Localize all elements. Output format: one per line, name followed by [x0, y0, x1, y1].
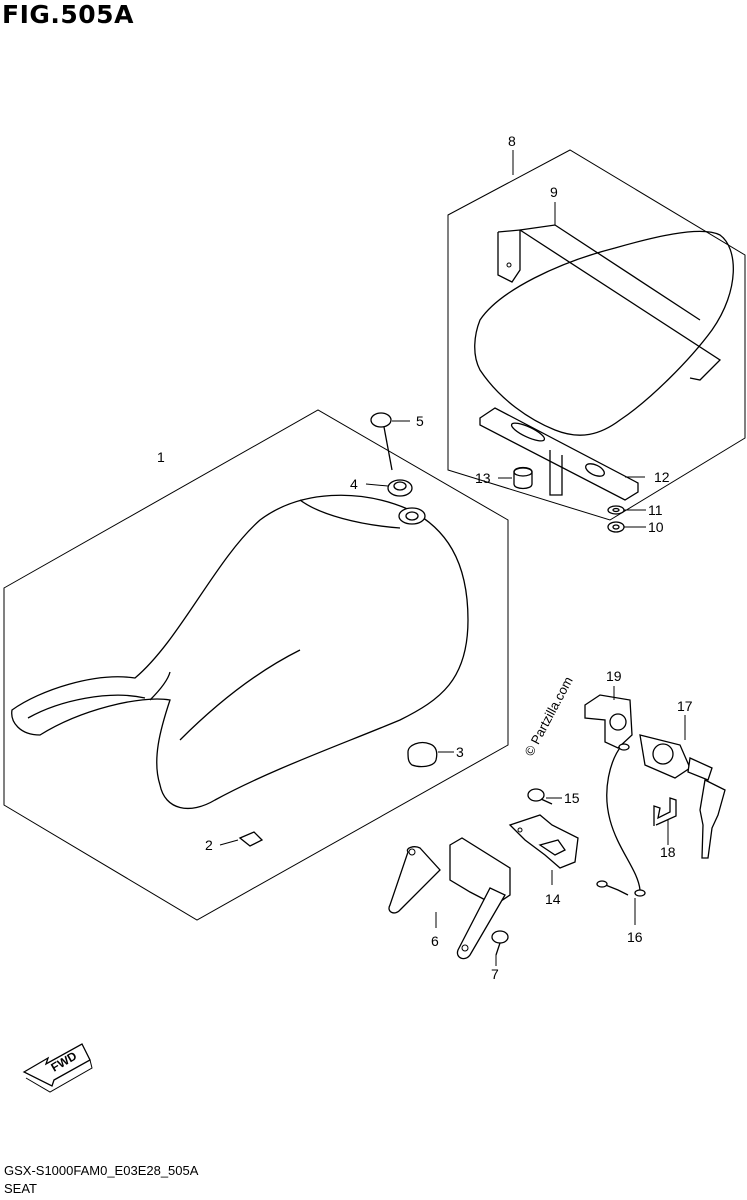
part-11-washer	[607, 505, 625, 515]
part-17-seat-lock	[639, 734, 726, 859]
callout-6: 6	[431, 933, 439, 949]
part-6-hinge	[388, 837, 511, 960]
part-13-damper	[513, 466, 533, 490]
leader-lines	[219, 150, 686, 966]
part-4-grommet	[387, 479, 413, 497]
part-19-bracket	[584, 694, 633, 749]
callout-1: 1	[157, 449, 165, 465]
callout-17: 17	[677, 698, 693, 714]
callout-10: 10	[648, 519, 664, 535]
callout-2: 2	[205, 837, 213, 853]
part-16-cable	[596, 743, 646, 897]
callout-5: 5	[416, 413, 424, 429]
front-seat	[11, 494, 469, 809]
part-7-bolt	[491, 930, 509, 956]
seat-group-boundary	[3, 409, 509, 921]
callout-19: 19	[606, 668, 622, 684]
part-12-bracket	[479, 407, 639, 501]
callout-11: 11	[648, 502, 663, 518]
part-14-latch	[508, 814, 579, 869]
rear-seat	[474, 224, 734, 436]
diagram-name: SEAT	[4, 1181, 37, 1196]
callout-8: 8	[508, 133, 516, 149]
fwd-arrow-icon: FWD	[22, 1043, 93, 1093]
part-2-rubber-cushion	[238, 831, 264, 847]
part-10-nut	[607, 521, 625, 533]
diagram-code: GSX-S1000FAM0_E03E28_505A	[4, 1163, 199, 1178]
rear-seat-group-boundary	[447, 149, 746, 521]
part-18-clip	[653, 797, 677, 826]
part-15-screw	[527, 788, 553, 805]
callout-18: 18	[660, 844, 676, 860]
callout-3: 3	[456, 744, 464, 760]
callout-7: 7	[491, 966, 499, 982]
callout-14: 14	[545, 891, 561, 907]
callout-9: 9	[550, 184, 558, 200]
watermark-text: © Partzilla.com	[521, 674, 575, 758]
callout-13: 13	[475, 470, 491, 486]
callout-15: 15	[564, 790, 580, 806]
callout-4: 4	[350, 476, 358, 492]
part-5-bolt	[370, 412, 393, 471]
figure-title: FIG.505A	[2, 0, 134, 29]
callout-16: 16	[627, 929, 643, 945]
callout-12: 12	[654, 469, 670, 485]
part-3-cushion	[407, 741, 438, 768]
